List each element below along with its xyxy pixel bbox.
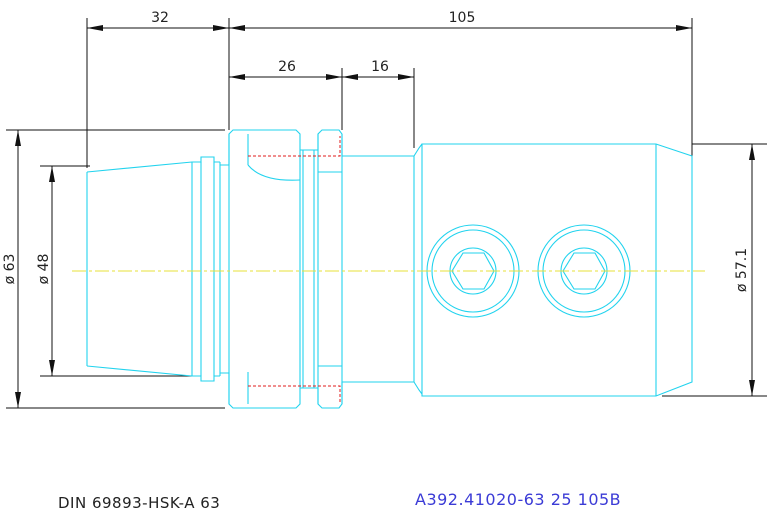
neck-top (342, 143, 423, 157)
dim-label-105: 105 (449, 10, 476, 26)
flange-bottom (220, 372, 301, 409)
dim-label-32: 32 (151, 10, 169, 26)
dim-label-d48: ø 48 (36, 254, 52, 285)
hidden-slot-bottom (248, 385, 341, 402)
groove-left (300, 149, 304, 389)
flange-top (220, 129, 301, 166)
hidden-lines (248, 136, 341, 402)
dim-label-26: 26 (278, 59, 296, 75)
neck-bottom (342, 381, 423, 395)
dim-label-16: 16 (371, 59, 389, 75)
part-outline (86, 129, 693, 409)
part-number-caption: A392.41020-63 25 105B (415, 490, 621, 509)
flange-key-arc (247, 164, 301, 181)
holder-body (421, 143, 693, 397)
shank-taper-bottom (86, 365, 220, 382)
hidden-slot-top (248, 136, 341, 157)
standard-caption: DIN 69893-HSK-A 63 (58, 494, 220, 512)
groove (303, 149, 315, 389)
shank-taper-top (86, 156, 220, 173)
dim-label-d63: ø 63 (2, 254, 18, 285)
dim-label-d57: ø 57.1 (734, 248, 750, 292)
dimension-layer: 32 105 26 16 ø 63 ø 48 (2, 10, 767, 409)
